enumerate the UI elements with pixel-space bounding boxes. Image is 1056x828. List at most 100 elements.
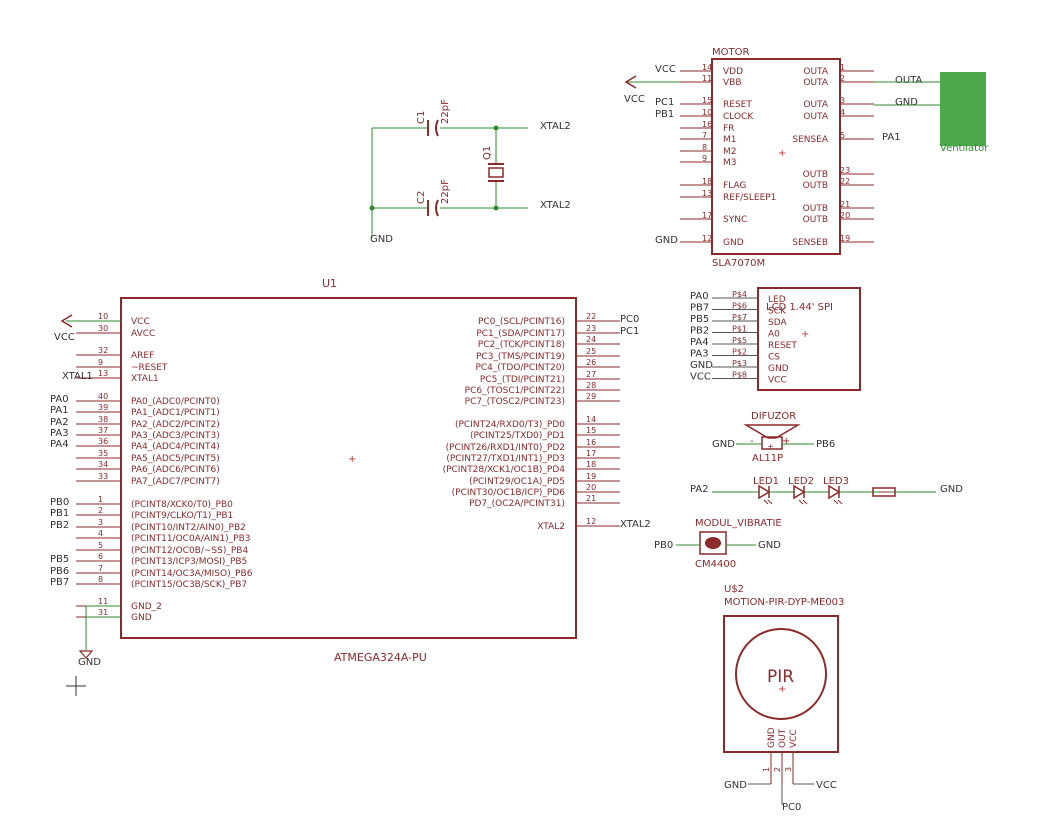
vibration-body[interactable] <box>699 531 727 555</box>
mcu-pin-4[interactable]: 4(PCINT11/OC0A/AIN1)_PB3 <box>76 529 250 544</box>
mcu-pin-14[interactable]: 14(PCINT24/RXD0/T3)_PD0 <box>455 415 620 430</box>
mcu-pin-20[interactable]: 20(PCINT30/OC1B/ICP)_PD6 <box>452 483 620 498</box>
led-3[interactable]: LED3 <box>823 476 849 505</box>
crystal-oscillator: C1 22pF C2 22pF Q1 XTAL2 XTAL2 GND <box>369 99 571 245</box>
capacitor-c2[interactable]: C2 22pF <box>416 179 451 217</box>
resistor-icon[interactable] <box>872 487 896 497</box>
mcu-atmega324a[interactable]: U1 ATMEGA324A-PU + 10VCC30AVCC32AREF9~RE… <box>50 277 651 696</box>
diode-icon <box>758 484 771 500</box>
net-label: PB5 <box>690 314 709 325</box>
mcu-pin-17[interactable]: 17(PCINT27/TXD1/INT1)_PD3 <box>446 449 620 464</box>
pir-ref: U$2 <box>724 584 744 595</box>
pir-body[interactable] <box>723 615 839 753</box>
mcu-pin-9[interactable]: 9~RESET <box>76 358 168 373</box>
capacitor-c1[interactable]: C1 22pF <box>416 99 451 137</box>
mcu-body[interactable] <box>120 297 577 639</box>
motor-body[interactable] <box>711 58 841 255</box>
pin-name: GND <box>131 613 152 623</box>
mcu-pin-19[interactable]: 19(PCINT29/OC1A)_PD5 <box>469 472 620 487</box>
crystal-q1[interactable]: Q1 <box>482 146 504 182</box>
mcu-pin-16[interactable]: 16(PCINT26/RXD1/INT0)_PD2 <box>446 438 620 453</box>
led-2[interactable]: LED2 <box>788 476 814 505</box>
vibration-module[interactable]: MODUL_VIBRATIE PB0 GND CM4400 <box>654 518 782 570</box>
fan-ventilator[interactable]: Ventilator <box>874 72 989 154</box>
pir-sensor[interactable]: U$2 MOTION-PIR-DYP-ME003 PIR + GND1OUT2V… <box>723 584 844 813</box>
buzzer-difuzor[interactable]: DIFUZOR + - + GND PB6 AL11P <box>712 411 835 464</box>
fan-body[interactable] <box>940 72 986 146</box>
lcd-body[interactable] <box>757 287 861 391</box>
mcu-pin-18[interactable]: 18(PCINT28/XCK1/OC1B)_PD4 <box>443 460 620 475</box>
mcu-pin-15[interactable]: 15(PCINT25/TXD0)_PD1 <box>470 426 620 441</box>
led-1[interactable]: LED1 <box>753 476 779 505</box>
mcu-pin-5[interactable]: 5(PCINT12/OC0B/~SS)_PB4 <box>76 541 248 556</box>
pin-number: P$4 <box>732 290 747 299</box>
